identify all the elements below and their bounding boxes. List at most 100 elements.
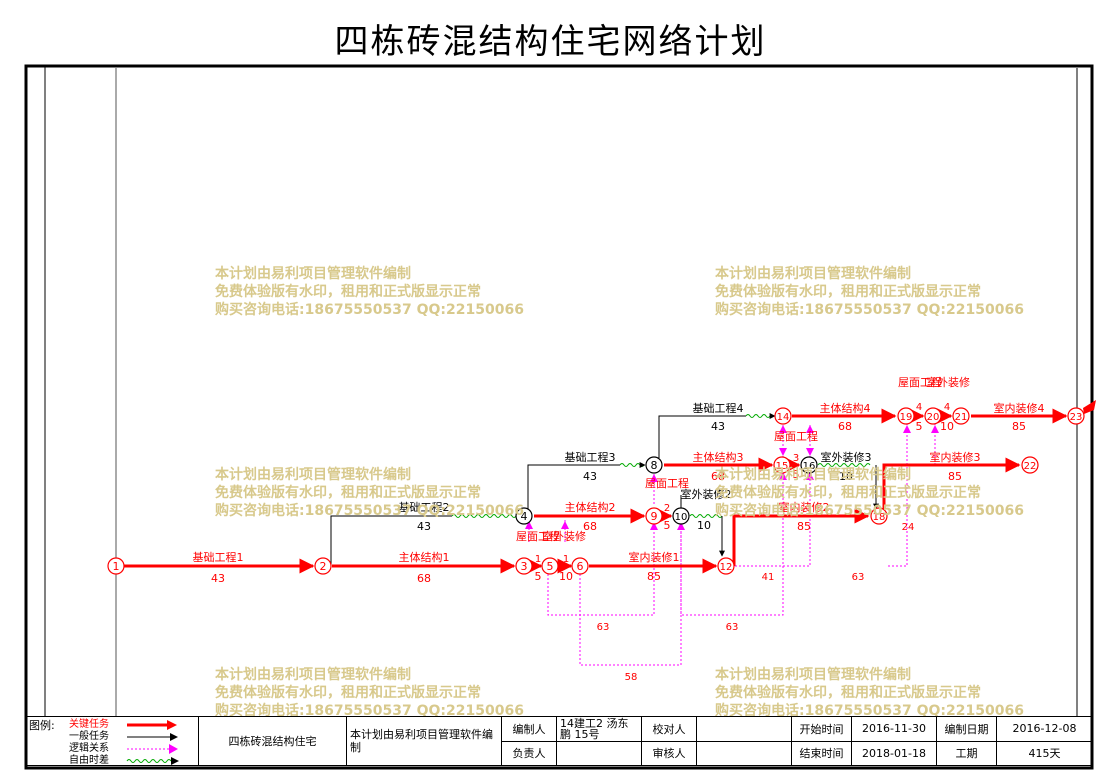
watermark-line: 购买咨询电话:18675550537 QQ:22150066: [215, 503, 524, 519]
task-duration: 85: [948, 470, 962, 483]
logic-arrowhead: [779, 472, 787, 480]
node-19: 19: [897, 407, 915, 425]
task-name: 室内装修4: [994, 401, 1045, 415]
checker-value: [696, 716, 792, 742]
free-float: [689, 514, 723, 518]
legend-float-line: [126, 759, 172, 763]
task-duration: 5: [535, 570, 542, 583]
task-duration: 43: [417, 520, 431, 533]
node-circle: [870, 507, 888, 525]
task-name: 室外装修3: [821, 450, 872, 464]
task-name: 基础工程4: [693, 402, 744, 415]
task-name: 室内装修1: [629, 550, 680, 564]
watermark-line: 免费体验版有水印，租用和正式版显示正常: [715, 284, 981, 300]
node-label: 12: [720, 562, 733, 573]
logic-arrowhead: [931, 425, 939, 433]
node-label: 1: [113, 560, 120, 573]
logic-arrowhead: [806, 448, 814, 456]
logic-arrowhead: [525, 521, 533, 529]
watermark-line: 免费体验版有水印，租用和正式版显示正常: [215, 685, 481, 701]
task-duration: 85: [797, 520, 811, 533]
node-14: 14: [774, 407, 792, 425]
node-label: 5: [547, 560, 554, 573]
end-value: 2018-01-18: [851, 740, 937, 766]
node-label: 20: [927, 412, 940, 423]
node-circle: [774, 407, 792, 425]
responsible-label: 负责人: [501, 740, 557, 766]
node-10: 10: [672, 507, 690, 525]
node-9: 9: [645, 507, 663, 525]
watermark-line: 购买咨询电话:18675550537 QQ:22150066: [715, 503, 1024, 519]
task-duration: 68: [838, 420, 852, 433]
node-label: 2: [320, 560, 327, 573]
task-name: 基础工程1: [193, 551, 244, 564]
watermark-line: 免费体验版有水印，租用和正式版显示正常: [215, 284, 481, 300]
watermark-line: 购买咨询电话:18675550537 QQ:22150066: [715, 703, 1024, 719]
task-line: [527, 464, 620, 509]
task-duration: 85: [647, 570, 661, 583]
node-label: 10: [675, 512, 688, 523]
node-circle: [571, 557, 589, 575]
task-duration: 43: [711, 420, 725, 433]
node-label: 22: [1024, 461, 1037, 472]
task-name: 室外装修2: [681, 487, 732, 501]
watermark-line: 免费体验版有水印，租用和正式版显示正常: [215, 485, 481, 501]
logic-label: 58: [625, 672, 638, 683]
logic-label: 63: [852, 572, 865, 583]
node-circle: [924, 407, 942, 425]
task-name: 室外装修: [542, 529, 586, 543]
logic-link: [735, 470, 811, 567]
offset-label: 3: [793, 453, 799, 464]
watermark: 本计划由易利项目管理软件编制 免费体验版有水印，租用和正式版显示正常 购买咨询电…: [715, 666, 1024, 720]
critical-tasks: [124, 408, 1068, 574]
node-label: 18: [873, 512, 886, 523]
node-circle: [107, 557, 125, 575]
legend-float-arrow: [171, 757, 179, 765]
outer-frame: [24, 64, 1094, 770]
task-duration: 43: [211, 572, 225, 585]
watermark-line: 免费体验版有水印，租用和正式版显示正常: [715, 485, 981, 501]
node-circle: [515, 557, 533, 575]
task-name: 屋面工程: [645, 477, 689, 490]
task-line: [658, 415, 746, 458]
offset-label: 2: [664, 503, 670, 514]
node-circle: [541, 557, 559, 575]
node-1: 1: [107, 557, 125, 575]
watermark-line: 本计划由易利项目管理软件编制: [215, 266, 411, 282]
node-label: 14: [777, 412, 790, 423]
logic-arrowhead: [561, 521, 569, 529]
task-duration: 5: [664, 519, 671, 532]
task-name: 室内装修3: [930, 450, 981, 464]
page-title: 四栋砖混结构住宅网络计划: [334, 22, 767, 62]
reviewer-value: [696, 740, 792, 766]
node-label: 19: [900, 412, 913, 423]
watermark-line: 免费体验版有水印，租用和正式版显示正常: [715, 685, 981, 701]
task-name: 主体结构4: [820, 401, 871, 415]
node-label: 23: [1070, 412, 1083, 423]
logic-label: 41: [762, 572, 775, 583]
logic-link: [680, 470, 784, 616]
logic-arrowhead: [650, 474, 658, 482]
compiler-label: 编制人: [501, 716, 557, 742]
title-block: 图例: 关键任务 一般任务 逻辑关系 自由时差 四栋砖混结构住宅 本计划由易利项…: [26, 716, 1093, 766]
watermark: 本计划由易利项目管理软件编制 免费体验版有水印，租用和正式版显示正常 购买咨询电…: [215, 265, 524, 319]
node-23: 23: [1067, 407, 1085, 425]
node-label: 4: [521, 510, 528, 523]
logic-arrowhead: [677, 522, 685, 530]
legend: 图例: 关键任务 一般任务 逻辑关系 自由时差: [26, 716, 199, 766]
watermark-line: 本计划由易利项目管理软件编制: [715, 467, 911, 483]
node-circle: [897, 407, 915, 425]
responsible-value: [556, 740, 642, 766]
task-name: 基础工程2: [399, 501, 450, 514]
task-duration: 10: [559, 570, 573, 583]
reviewer-label: 审核人: [641, 740, 697, 766]
legend-symbols: [126, 720, 179, 765]
logic-arrowhead: [650, 522, 658, 530]
logic-arrowhead: [806, 425, 814, 433]
node-circle: [1021, 456, 1039, 474]
watermark-line: 购买咨询电话:18675550537 QQ:22150066: [715, 302, 1024, 318]
project-name: 四栋砖混结构住宅: [198, 716, 347, 766]
logic-label: 63: [726, 622, 739, 633]
